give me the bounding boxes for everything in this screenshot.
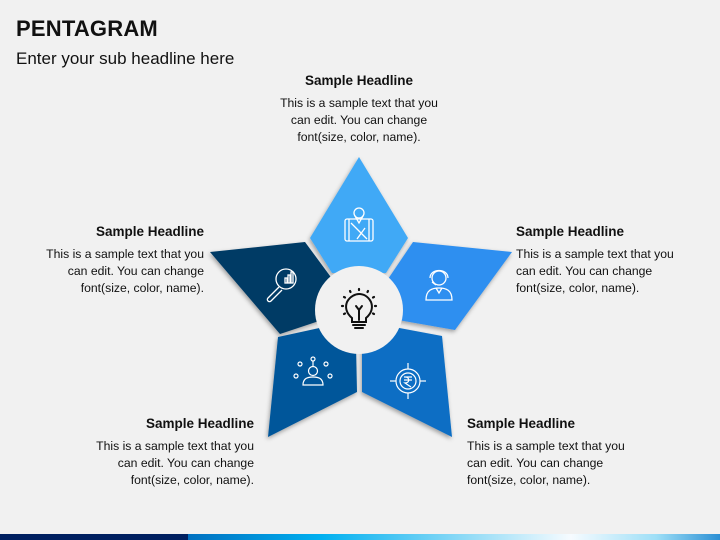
body-line: font(size, color, name).: [467, 473, 591, 487]
body-line: can edit. You can change: [67, 264, 204, 278]
item-top: Sample Headline This is a sample text th…: [259, 72, 459, 146]
star-point-left: [210, 242, 333, 334]
lightbulb-icon: [340, 287, 378, 329]
star-point-top: [310, 157, 408, 273]
person-network-icon: [293, 356, 333, 386]
footer-accent-bar: [0, 534, 720, 540]
footer-bar-dark: [0, 534, 188, 540]
item-bottom-right: Sample Headline This is a sample text th…: [467, 415, 667, 489]
body-line: font(size, color, name).: [297, 130, 421, 144]
footer-bar-gradient: [188, 534, 720, 540]
item-left: Sample Headline This is a sample text th…: [4, 223, 204, 297]
support-agent-headset-icon: [425, 269, 453, 301]
headline: Sample Headline: [145, 416, 254, 431]
body-line: This is a sample text that you: [280, 96, 438, 110]
body-line: can edit. You can change: [516, 264, 653, 278]
body-line: font(size, color, name).: [130, 473, 254, 487]
headline: Sample Headline: [95, 224, 204, 239]
rupee-target-icon: [390, 363, 426, 399]
headline: Sample Headline: [467, 416, 576, 431]
body-line: This is a sample text that you: [96, 439, 254, 453]
body-line: font(size, color, name).: [516, 281, 640, 295]
page-title: PENTAGRAM: [16, 16, 158, 41]
body-line: This is a sample text that you: [467, 439, 625, 453]
headline: Sample Headline: [516, 224, 625, 239]
star-point-right: [386, 242, 512, 330]
star-point-bottom-left: [268, 327, 357, 437]
body-line: This is a sample text that you: [46, 247, 204, 261]
star-point-bottom-right: [362, 327, 452, 437]
body-line: font(size, color, name).: [80, 281, 204, 295]
body-line: can edit. You can change: [117, 456, 254, 470]
body-line: can edit. You can change: [290, 113, 428, 127]
body-line: This is a sample text that you: [516, 247, 674, 261]
item-right: Sample Headline This is a sample text th…: [516, 223, 716, 297]
map-location-icon: [344, 207, 374, 242]
wrench-gear-analytics-icon: [266, 268, 297, 303]
body-line: can edit. You can change: [467, 456, 604, 470]
item-bottom-left: Sample Headline This is a sample text th…: [54, 415, 254, 489]
page-subtitle: Enter your sub headline here: [16, 49, 235, 68]
headline: Sample Headline: [304, 73, 414, 88]
